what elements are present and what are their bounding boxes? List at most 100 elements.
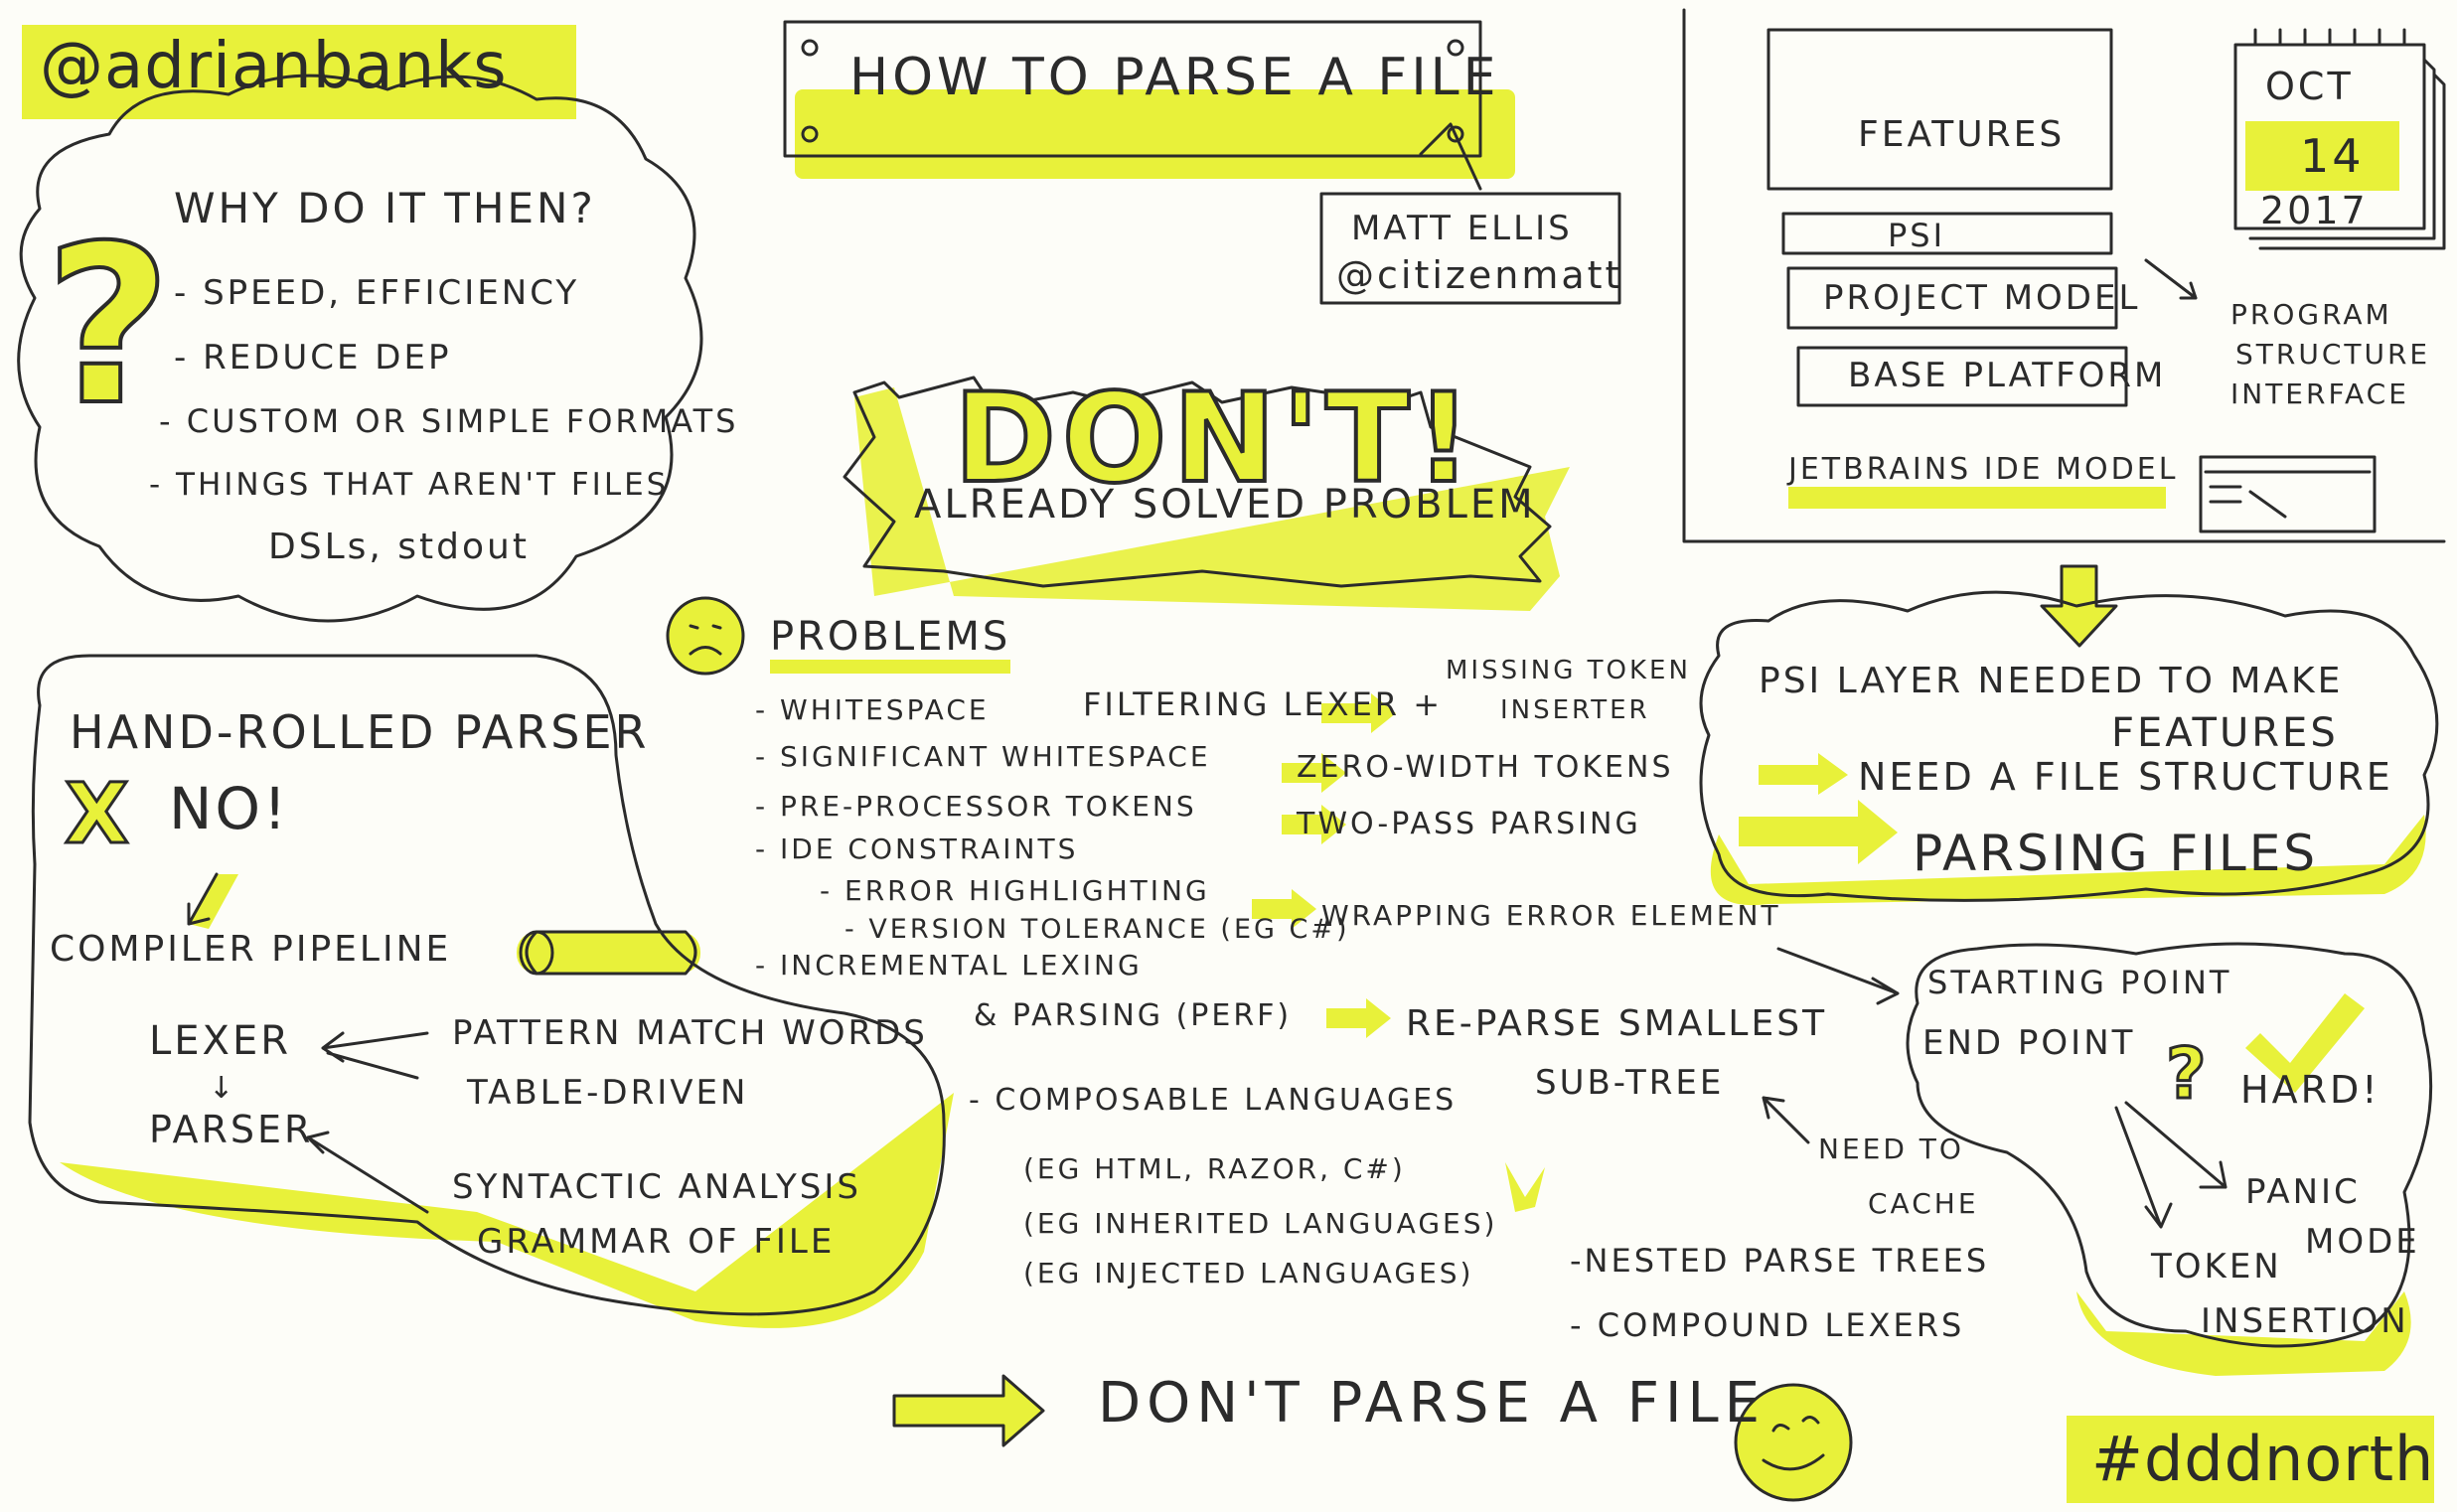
pipe-end: [519, 930, 554, 976]
lexer-label: Lexer: [149, 1018, 292, 1064]
sad-face-eyes: [689, 624, 722, 656]
compiler-pipeline: Compiler Pipeline: [50, 929, 452, 970]
psi-layer-line: Need a file structure: [1858, 755, 2393, 799]
problem-line: - IDE Constraints: [755, 832, 1079, 865]
down-arrow-outline: [2040, 564, 2118, 648]
date-year: 2017: [2260, 189, 2369, 232]
panic-arrow: [2124, 1101, 2227, 1189]
why-question-mark: ?: [43, 197, 175, 455]
speaker-name: Matt Ellis: [1351, 209, 1573, 248]
problem-line: - Whitespace: [755, 693, 990, 726]
psi-layer-line: Parsing Files: [1913, 825, 2319, 882]
problem-line: Missing Token: [1446, 656, 1691, 685]
speaker-handle: @citizenmatt: [1336, 253, 1623, 297]
small-arrow-2: [1282, 753, 1346, 793]
ide-frame: [1682, 8, 2446, 543]
problem-line: Re-parse smallest: [1406, 1003, 1828, 1044]
features-label: Features: [1858, 114, 2066, 155]
problem-line: - Version tolerance (eg C#): [845, 914, 1350, 945]
psi-pointer: [2144, 258, 2198, 300]
speaker-box: [1319, 192, 1621, 305]
cache-arrow: [1762, 1096, 1810, 1144]
small-arrow-6: [1505, 1162, 1545, 1212]
pipe-body: [517, 932, 700, 974]
end-point: End point: [1922, 1023, 2136, 1063]
psi-full-line: Interface: [2230, 378, 2409, 410]
no-arrow: [187, 872, 219, 926]
psi-label: PSI: [1888, 217, 1946, 254]
author-handle: @adrianbanks: [40, 30, 508, 103]
hand-rolled-cross: X: [64, 764, 132, 864]
problem-line: - Significant Whitespace: [755, 740, 1211, 773]
problem-line: - Error highlighting: [820, 874, 1210, 907]
small-arrow-5: [1326, 998, 1391, 1038]
lexer-arrow: [321, 1031, 429, 1080]
sign-string: [1419, 122, 1482, 191]
talk-title: How To Parse A File: [849, 48, 1500, 107]
sign-screw: [1447, 39, 1464, 57]
dont-headline: DON'T!: [952, 366, 1478, 513]
parsing-arrow: [1739, 800, 1898, 864]
problem-line: cache: [1868, 1187, 1979, 1220]
sign-screw: [801, 39, 819, 57]
ide-screenshot-lines: [2204, 470, 2372, 519]
smile-face-outline: [1734, 1383, 1853, 1502]
conclusion-arrow-outline: [892, 1374, 1045, 1447]
parser-note: Syntactic Analysis: [452, 1167, 861, 1207]
problem-line: - Pre-processor tokens: [755, 790, 1197, 823]
sign-screw: [801, 125, 819, 143]
hard-label: Hard!: [2240, 1068, 2380, 1112]
why-item: - Reduce Dep: [174, 338, 452, 378]
panic-mode: Mode: [2305, 1222, 2420, 1262]
problem-line: Zero-width tokens: [1297, 750, 1674, 785]
why-item: - Things that aren't files: [149, 467, 670, 503]
problem-line: - Incremental Lexing: [755, 949, 1143, 982]
why-item: DSLs, stdout: [268, 527, 530, 567]
problem-line: (eg HTML, Razor, C#): [1023, 1152, 1406, 1185]
problems-heading: Problems: [770, 614, 1011, 674]
feature-arrow: [1759, 753, 1848, 795]
start-end-shadow: [2076, 1291, 2411, 1376]
hand-rolled-title: Hand-Rolled Parser: [70, 705, 650, 759]
token-arrow: [2114, 1106, 2173, 1229]
why-item: - Custom or simple formats: [159, 402, 739, 440]
smile-face: [1736, 1385, 1851, 1500]
problem-line: Need to: [1818, 1133, 1964, 1165]
hand-rolled-shadow: [60, 1093, 954, 1328]
problem-line: - Compound Lexers: [1570, 1306, 1965, 1344]
error-element-arrow: [1776, 947, 1900, 1005]
base-platform-box: [1796, 346, 2128, 407]
date-day: 14: [2300, 129, 2365, 183]
parser-label: Parser: [149, 1108, 314, 1151]
hashtag-highlight: [2067, 1416, 2434, 1503]
problem-line: sub-tree: [1535, 1063, 1725, 1103]
conclusion: Don't parse a file: [1098, 1371, 1766, 1436]
problem-line: (eg Inherited Languages): [1023, 1207, 1498, 1240]
project-model-label: Project Model: [1823, 278, 2141, 318]
smile-face-features: [1762, 1416, 1825, 1471]
sign-screw: [1447, 125, 1464, 143]
psi-layer-line: features: [2111, 710, 2339, 756]
small-arrow-4: [1252, 889, 1316, 929]
dont-burst-outline: [843, 376, 1552, 588]
start-end-outline: [1906, 942, 2433, 1348]
problem-line: - Composable Languages: [969, 1083, 1458, 1118]
project-model-box: [1786, 266, 2118, 330]
why-heading: Why do it then?: [174, 184, 596, 232]
problem-line: & Parsing (perf): [974, 998, 1293, 1033]
calendar-stack: [2248, 58, 2446, 250]
small-arrow-3: [1282, 805, 1346, 844]
dont-subtitle: Already solved problem: [914, 482, 1536, 528]
psi-layer-line: PSI Layer needed to make: [1759, 661, 2344, 701]
why-cloud-outline: [17, 74, 703, 623]
why-item: - Speed, Efficiency: [174, 273, 580, 313]
base-platform-label: Base Platform: [1848, 356, 2167, 395]
parser-arrow: [306, 1131, 429, 1214]
conclusion-arrow: [894, 1376, 1043, 1445]
lexer-note: Table-driven: [467, 1073, 749, 1113]
date-month: Oct: [2265, 65, 2354, 108]
handle-highlight: [22, 25, 576, 119]
parser-note: Grammar of file: [477, 1222, 836, 1262]
problem-line: Inserter: [1500, 695, 1650, 725]
